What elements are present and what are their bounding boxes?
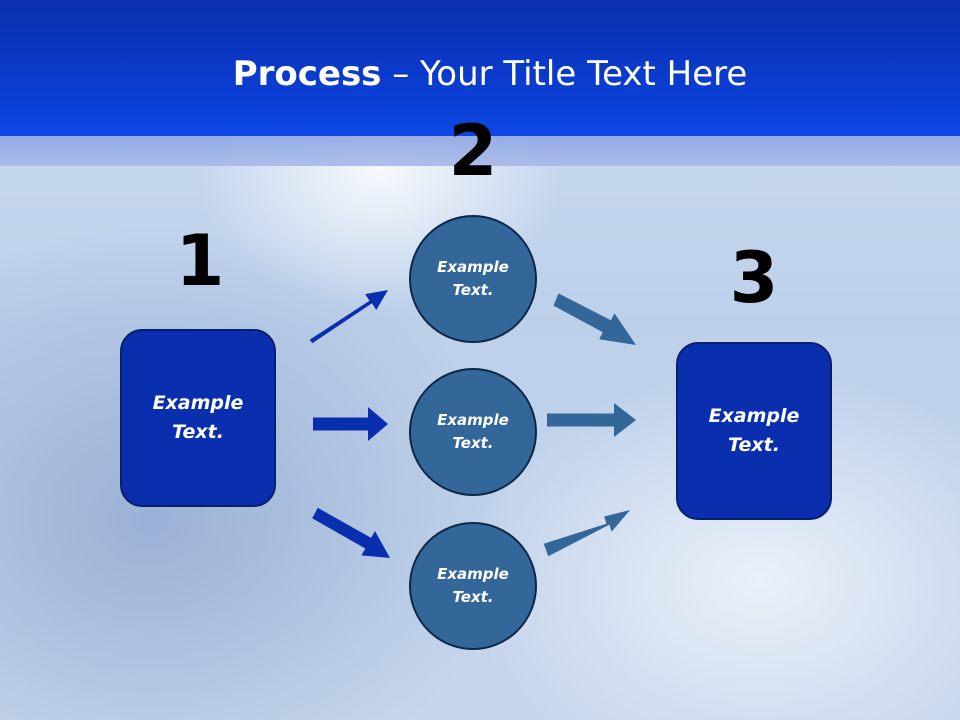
left-process-box: Example Text.	[120, 329, 276, 507]
step-number-1: 1	[175, 220, 225, 302]
arrow-bottom-to-right	[543, 510, 630, 557]
arrow-middle-to-right	[547, 403, 636, 437]
circle-middle: Example Text.	[409, 368, 537, 496]
circle-top-text: Example Text.	[437, 258, 509, 299]
right-box-text: Example Text.	[708, 405, 800, 456]
arrow-left-to-middle	[313, 407, 388, 441]
step-number-3: 3	[729, 237, 779, 319]
circle-top: Example Text.	[409, 215, 537, 343]
header-bar	[0, 0, 960, 136]
step-number-2: 2	[448, 110, 498, 192]
header-band	[0, 136, 960, 166]
title-rest: – Your Title Text Here	[381, 54, 748, 94]
arrow-left-to-bottom	[312, 507, 390, 558]
circle-bottom: Example Text.	[409, 522, 537, 650]
circle-bottom-text: Example Text.	[437, 565, 509, 606]
right-process-box: Example Text.	[676, 342, 832, 520]
circle-middle-text: Example Text.	[437, 411, 509, 452]
arrow-top-to-right	[553, 293, 636, 345]
arrow-left-to-top	[309, 290, 388, 344]
title-bold: Process	[232, 54, 382, 94]
left-box-text: Example Text.	[152, 392, 244, 443]
slide-title: Process – Your Title Text Here	[0, 52, 960, 96]
